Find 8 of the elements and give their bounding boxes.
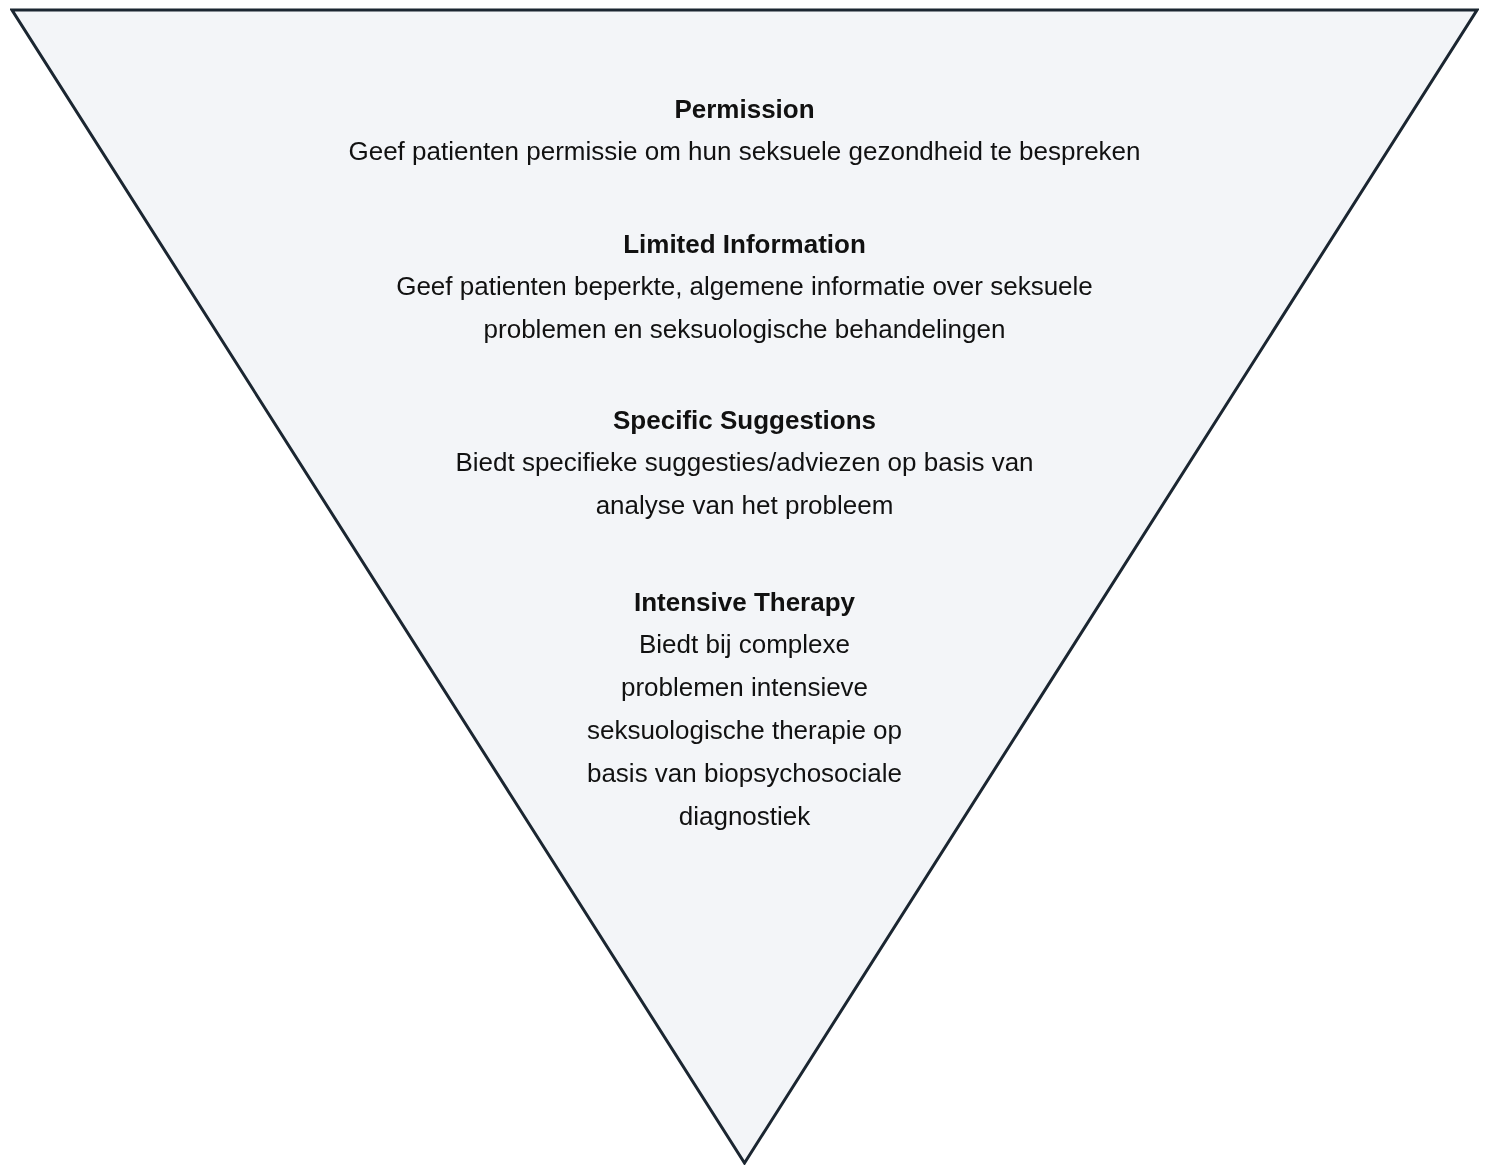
level-description: Biedt specifieke suggesties/adviezen op basis van analyse van het probleem — [454, 446, 1035, 522]
level-description: Geef patienten permissie om hun seksuele gezondheid te bespreken — [348, 135, 1141, 168]
level-heading: Permission — [674, 93, 815, 126]
level-heading: Intensive Therapy — [633, 586, 856, 619]
level-description: Biedt bij complexe problemen intensieve seksuologische therapie op basis van biopsychosociale diagnostiek — [585, 628, 904, 833]
level-heading: Specific Suggestions — [613, 404, 876, 437]
level-heading: Limited Information — [623, 228, 866, 261]
level-description: Geef patienten beperkte, algemene informatie over seksuele problemen en seksuologische behandelingen — [395, 270, 1094, 346]
